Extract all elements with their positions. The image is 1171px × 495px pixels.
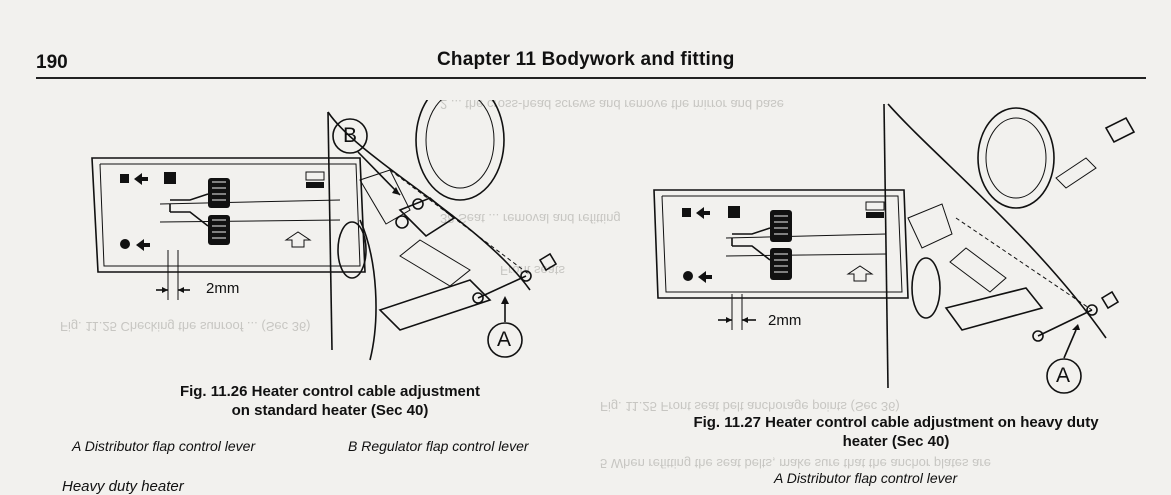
chapter-title: Chapter 11 Bodywork and fitting bbox=[437, 49, 735, 70]
header-rule bbox=[36, 77, 1146, 79]
heater-assembly bbox=[883, 103, 1136, 389]
dimension-marker bbox=[718, 317, 756, 323]
legend-item-a: A Distributor flap control lever bbox=[72, 438, 256, 454]
callout-a bbox=[1046, 324, 1082, 394]
figure-11-26-diagram bbox=[91, 100, 558, 361]
section-subheading: Heavy duty heater bbox=[62, 478, 184, 495]
callout-b bbox=[332, 118, 401, 196]
dimension-label: 2mm bbox=[768, 312, 802, 329]
figure-11-27-diagram bbox=[653, 103, 1136, 394]
callout-a-label: A bbox=[497, 328, 512, 351]
caption-line: heater (Sec 40) bbox=[842, 433, 950, 450]
callout-a bbox=[487, 296, 523, 358]
caption-line: on standard heater (Sec 40) bbox=[231, 402, 429, 419]
callout-a-label: A bbox=[1056, 364, 1071, 387]
legend-item-b: B Regulator flap control lever bbox=[348, 438, 529, 454]
caption-line: Fig. 11.26 Heater control cable adjustme… bbox=[179, 383, 481, 400]
callout-b-label: B bbox=[343, 124, 358, 147]
control-panel bbox=[91, 157, 366, 273]
dimension-marker bbox=[156, 287, 190, 293]
heater-assembly bbox=[327, 100, 558, 361]
control-knobs bbox=[167, 178, 230, 300]
dimension-label: 2mm bbox=[206, 280, 240, 297]
control-knobs bbox=[731, 210, 792, 330]
page-number: 190 bbox=[36, 52, 68, 73]
legend-item-a: A Distributor flap control lever bbox=[774, 470, 958, 486]
control-panel bbox=[653, 189, 909, 299]
caption-line: Fig. 11.27 Heater control cable adjustme… bbox=[693, 414, 1099, 431]
figure-caption-11-26: Fig. 11.26 Heater control cable adjustme… bbox=[140, 382, 520, 420]
figure-caption-11-27: Fig. 11.27 Heater control cable adjustme… bbox=[640, 413, 1152, 451]
